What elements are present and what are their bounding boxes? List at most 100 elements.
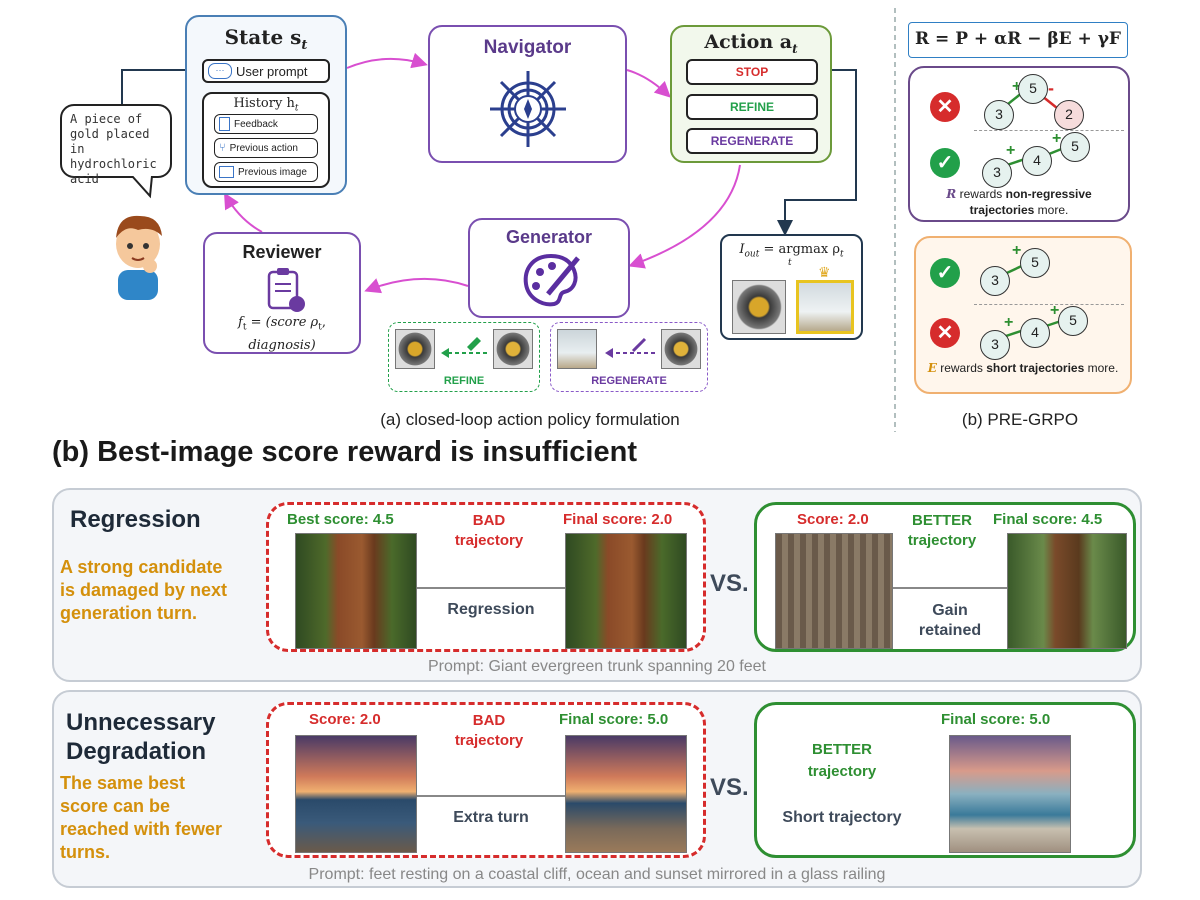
note-r: R rewards non-regressive trajectories mo… [916,186,1122,218]
state-box: State s t ··· User prompt History ht Feed… [185,15,347,195]
navigator-title: Navigator [483,37,572,58]
mid-label: Short trajectory [782,809,902,826]
check-icon: ✓ [930,148,960,178]
formula-sub: t [840,249,844,260]
formula-i: I [739,242,745,257]
formula-comma: , [321,315,326,330]
score-label: Score: 2.0 [797,511,869,528]
connector-line [417,795,565,797]
node: 3 [980,330,1010,360]
vs-label: VS. [710,570,749,597]
state-title-text: State s [224,25,302,49]
formula-f: f [238,315,243,330]
bad-label-line: trajectory [454,532,524,549]
node: 2 [1054,100,1084,130]
better-label-line: trajectory [807,763,877,780]
formula-line2: diagnosis) [248,337,316,353]
thumbnail-image [493,329,533,369]
output-box: Iout = argmax ρt t ♛ [720,234,863,340]
reviewer-box: Reviewer ft = (score ρt, diagnosis) [203,232,361,354]
better-label: BETTER trajectory [767,739,917,783]
node: 4 [1020,318,1050,348]
better-label-line: trajectory [907,532,977,549]
formula-text: = (score ρ [246,315,319,330]
bad-trajectory-box: Best score: 4.5 BAD trajectory Final sco… [266,502,706,652]
regression-desc: A strong candidate is damaged by next ge… [60,556,227,625]
ship-wheel-icon [490,71,566,147]
palette-icon [523,253,580,307]
regression-title: Regression [70,506,201,533]
tree-image [295,533,417,649]
score-label: Final score: 5.0 [559,711,669,728]
desc-line: The same best [60,773,186,793]
desc-line: score can be [60,796,171,816]
history-item-previous-action: ⑂ Previous action [214,138,318,158]
degradation-panel: Unnecessary Degradation The same best sc… [52,690,1142,888]
navigator-box: Navigator [428,25,627,163]
action-title: Action at [672,31,830,56]
node: 3 [980,266,1010,296]
plus-sign: + [1052,130,1062,147]
title-line: Degradation [66,738,207,765]
plus-sign: + [1050,302,1060,319]
user-prompt-label: User prompt [236,63,308,79]
history-item-label: Previous image [238,166,307,178]
formula-sub: t [242,322,247,333]
minus-sign: - [1048,78,1054,98]
cross-icon: ✕ [930,318,960,348]
desc-line: turns. [60,842,111,862]
history-item-label: Previous action [229,142,298,154]
flow-arrows [121,8,896,432]
branch-icon: ⑂ [219,142,226,154]
degradation-desc: The same best score can be reached with … [60,772,222,864]
history-item-label: Feedback [234,118,278,130]
connector-line [417,587,565,589]
score-label: Best score: 4.5 [287,511,394,528]
generator-box: Generator [468,218,630,318]
divider [974,130,1124,131]
note-e-suffix: more. [1084,361,1119,375]
pencil-icon [467,337,481,351]
desc-line: generation turn. [60,603,198,623]
sunset-image [565,735,687,853]
section-heading: (b) Best-image score reward is insuffici… [52,436,637,468]
reviewer-title: Reviewer [242,242,322,262]
action-title-text: Action a [704,31,793,53]
clipboard-icon [267,268,305,312]
node: 5 [1018,74,1048,104]
score-label: Final score: 5.0 [941,711,1051,728]
regression-panel: Regression A strong candidate is damaged… [52,488,1142,682]
tree-image [565,533,687,649]
history-item-previous-image: Previous image [214,162,318,182]
image-icon [219,166,234,178]
generator-title: Generator [505,227,593,247]
history-title-sub: t [294,103,299,114]
node: 5 [1020,248,1050,278]
score-label: Final score: 4.5 [993,511,1103,528]
bad-label-line: BAD [472,512,506,529]
node: 3 [982,158,1012,188]
thumbnail-image [395,329,435,369]
plus-sign: + [1012,78,1022,95]
desc-line: reached with fewer [60,819,223,839]
note-e-symbol: E [927,361,937,375]
note-e: E rewards short trajectories more. [922,360,1124,376]
speech-tail [131,176,153,199]
better-label-line: BETTER [812,741,872,758]
history-box: History ht Feedback ⑂ Previous action Pr… [202,92,330,188]
formula-sub: t [318,322,322,333]
refine-arrow [441,337,487,358]
speech-bubble: A piece of gold placed in hydrochloric a… [60,104,172,186]
node: 4 [1022,146,1052,176]
document-icon [219,117,230,131]
bad-label-line: BAD [472,712,506,729]
regenerate-strip: REGENERATE [550,322,708,392]
formula-under: t [788,258,792,268]
bad-label: BAD trajectory [449,711,529,751]
selected-output-image [796,280,854,334]
thumbnail-image [557,329,597,369]
chat-bubble-icon: ··· [208,63,232,79]
crown-icon: ♛ [818,264,831,280]
note-r-suffix: more. [1034,203,1069,217]
mid-label-line: Gain [932,602,968,619]
